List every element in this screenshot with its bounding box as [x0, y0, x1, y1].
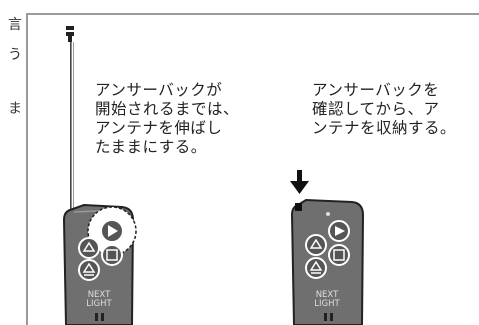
play-button-icon — [100, 219, 124, 243]
lock-button-icon — [78, 237, 100, 259]
text-fragment: う — [8, 47, 22, 63]
caption-keep-antenna-extended: アンサーバックが 開始されるまでは、 アンテナを伸ばし たままにする。 — [95, 81, 240, 156]
cropped-text-column: 言 う ま — [0, 0, 22, 325]
illustration-frame — [26, 13, 479, 325]
antenna-extended — [66, 26, 74, 210]
lock-button-icon — [305, 234, 327, 256]
text-fragment: 言 — [8, 17, 22, 33]
brand-label: LIGHT — [314, 299, 340, 309]
play-button-icon — [328, 220, 350, 242]
down-arrow-icon — [290, 170, 309, 194]
eject-button-icon — [78, 259, 100, 281]
caption-retract-antenna: アンサーバックを 確認してから、ア ンテナを収納する。 — [312, 81, 457, 137]
unlock-button-icon — [101, 244, 123, 266]
brand-label: NEXT — [316, 290, 339, 300]
brand-label: LIGHT — [86, 299, 112, 309]
text-fragment: ま — [8, 101, 22, 117]
unlock-button-icon — [328, 244, 350, 266]
eject-button-icon — [305, 257, 327, 279]
brand-label: NEXT — [88, 290, 111, 300]
